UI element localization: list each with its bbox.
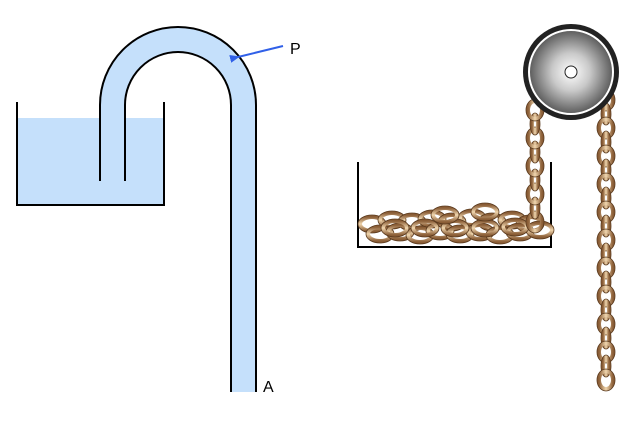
chain-link xyxy=(597,313,615,335)
chain-link-outline xyxy=(600,186,612,210)
chain-link xyxy=(530,197,540,219)
chain-pile-link xyxy=(411,219,439,237)
siphon-tube xyxy=(100,27,256,392)
chain-link-outline xyxy=(596,144,616,168)
chain-link-outline xyxy=(600,298,612,322)
chain-link xyxy=(601,103,611,125)
chain-link-outline xyxy=(600,214,612,238)
chain-pile xyxy=(357,202,555,245)
chain-pile-link xyxy=(471,203,499,221)
chain-link-outline xyxy=(525,210,545,234)
chain-pile-link-outline xyxy=(380,218,410,238)
chain-link-outline xyxy=(596,340,616,364)
chain-link xyxy=(526,183,544,205)
chain-link-outline xyxy=(600,242,612,266)
pulley xyxy=(523,24,619,120)
chain-link xyxy=(597,257,615,279)
label-a: A xyxy=(263,379,274,396)
chain-link xyxy=(601,159,611,181)
chain-link xyxy=(526,155,544,177)
beaker-water xyxy=(17,118,164,205)
chain-pile-link-outline xyxy=(410,218,440,238)
chain-pile-link-outline xyxy=(430,205,460,225)
chain-link xyxy=(597,173,615,195)
chain-link xyxy=(530,113,540,135)
chain-link-outline xyxy=(529,196,541,220)
chain-link-outline xyxy=(525,126,545,150)
chain-link-outline xyxy=(596,368,616,392)
label-p: P xyxy=(290,41,301,58)
chain-link-outline xyxy=(600,130,612,154)
chain-link-outline xyxy=(525,182,545,206)
chain-link xyxy=(601,327,611,349)
chain-link xyxy=(526,127,544,149)
chain-pile-link xyxy=(381,219,409,237)
chain-link xyxy=(601,355,611,377)
beaker xyxy=(16,102,165,206)
chain-link-outline xyxy=(596,172,616,196)
chain-link xyxy=(597,145,615,167)
chain-link-outline xyxy=(600,158,612,182)
chain-link xyxy=(597,117,615,139)
chain-link-outline xyxy=(596,256,616,280)
siphon-figure: P A xyxy=(16,26,301,396)
chain-link-outline xyxy=(529,140,541,164)
siphon-outer-wall xyxy=(99,26,257,392)
chain-right-strand xyxy=(596,88,616,392)
chain-link-outline xyxy=(596,312,616,336)
chain-link xyxy=(597,369,615,391)
chain-link xyxy=(601,299,611,321)
chain-link-outline xyxy=(600,326,612,350)
chain-left-strand xyxy=(525,98,545,234)
chain-link-outline xyxy=(529,112,541,136)
siphon-inner-wall xyxy=(124,51,232,392)
chain-pulley-figure xyxy=(357,24,619,392)
chain-link xyxy=(526,211,544,233)
chain-pile-link-outline xyxy=(470,202,500,222)
chain-link-outline xyxy=(529,168,541,192)
chain-container xyxy=(357,162,552,248)
chain-link xyxy=(597,341,615,363)
chain-link-outline xyxy=(596,284,616,308)
chain-link xyxy=(597,201,615,223)
chain-link-outline xyxy=(596,200,616,224)
chain-link xyxy=(601,215,611,237)
chain-link-outline xyxy=(596,228,616,252)
chain-link-outline xyxy=(525,154,545,178)
chain-link xyxy=(597,285,615,307)
chain-link-outline xyxy=(600,270,612,294)
chain-link-outline xyxy=(600,354,612,378)
chain-link xyxy=(597,229,615,251)
chain-link xyxy=(530,141,540,163)
chain-link xyxy=(601,187,611,209)
arrow-to-p xyxy=(229,45,284,63)
pulley-axle xyxy=(564,65,578,79)
chain-link xyxy=(530,169,540,191)
chain-link xyxy=(601,131,611,153)
chain-link xyxy=(601,271,611,293)
chain-pile-link xyxy=(431,206,459,224)
chain-link xyxy=(601,243,611,265)
chain-link-outline xyxy=(596,116,616,140)
